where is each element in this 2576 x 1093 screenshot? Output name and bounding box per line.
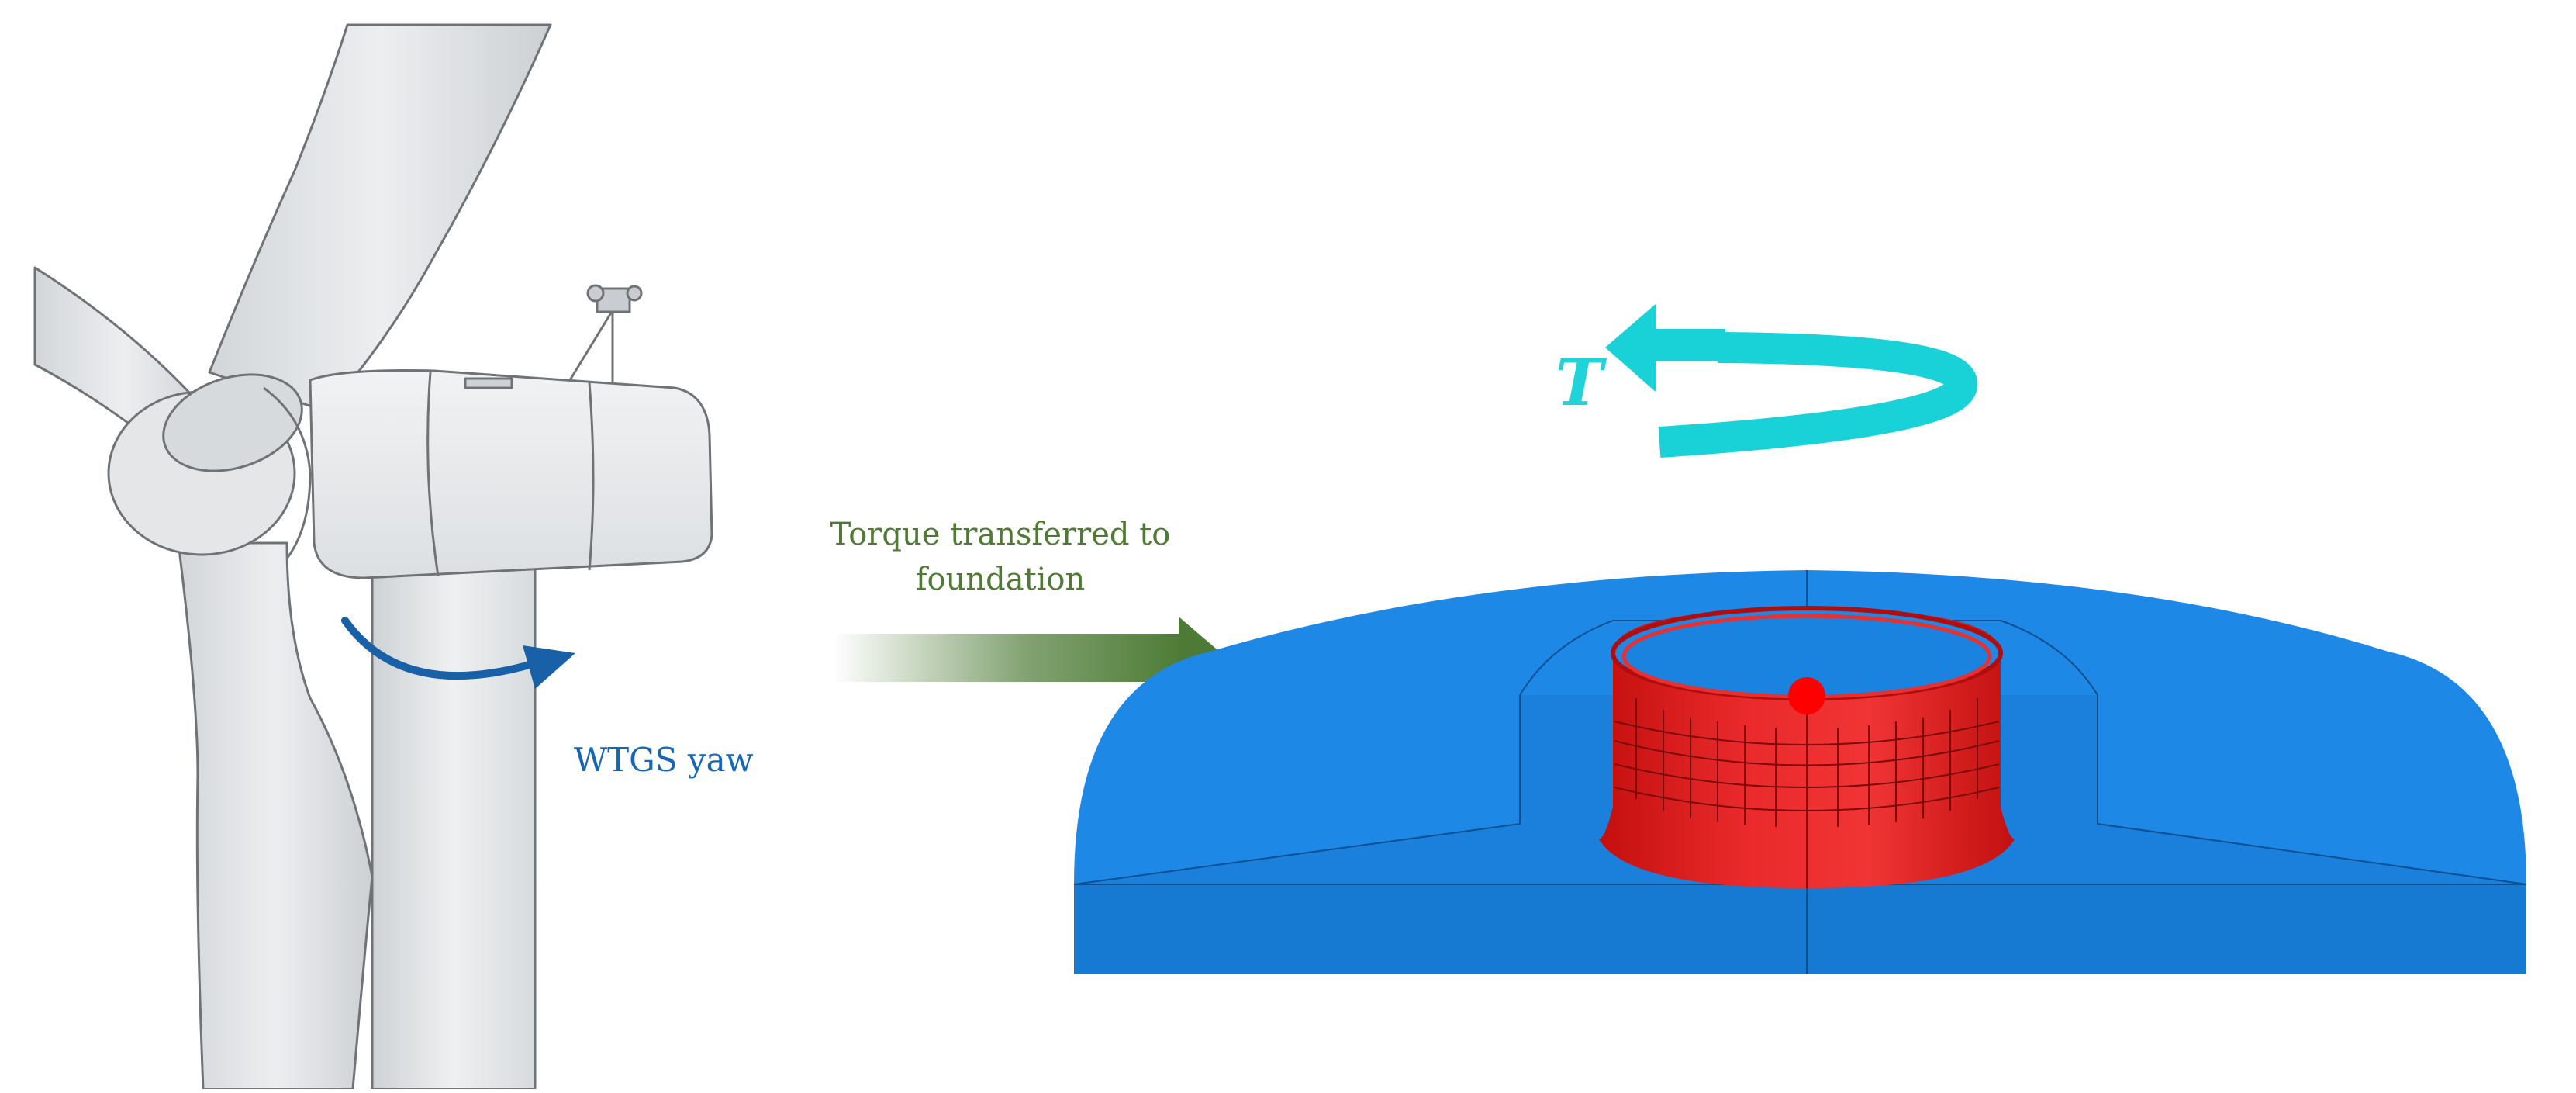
foundation-ring <box>1599 606 2015 888</box>
rotation-arrow <box>1605 304 1978 458</box>
turbine-nacelle <box>309 369 713 579</box>
torque-transfer-label: Torque transferred to foundation <box>783 512 1217 602</box>
yaw-arrow <box>341 617 575 689</box>
torque-label-line1: Torque transferred to <box>830 517 1171 552</box>
torque-symbol-label: T <box>1556 346 1604 420</box>
turbine-blade-lower <box>177 541 374 1091</box>
centre-point <box>1788 677 1825 714</box>
torque-label-line2: foundation <box>915 562 1086 597</box>
yaw-label: WTGS yaw <box>574 741 754 779</box>
foundation <box>1073 570 2527 974</box>
turbine-blade-upper <box>208 23 552 413</box>
wind-turbine <box>33 23 713 1091</box>
anemometer-mast <box>568 284 643 384</box>
turbine-tower <box>371 541 537 1091</box>
foundation-side <box>1074 884 2526 974</box>
